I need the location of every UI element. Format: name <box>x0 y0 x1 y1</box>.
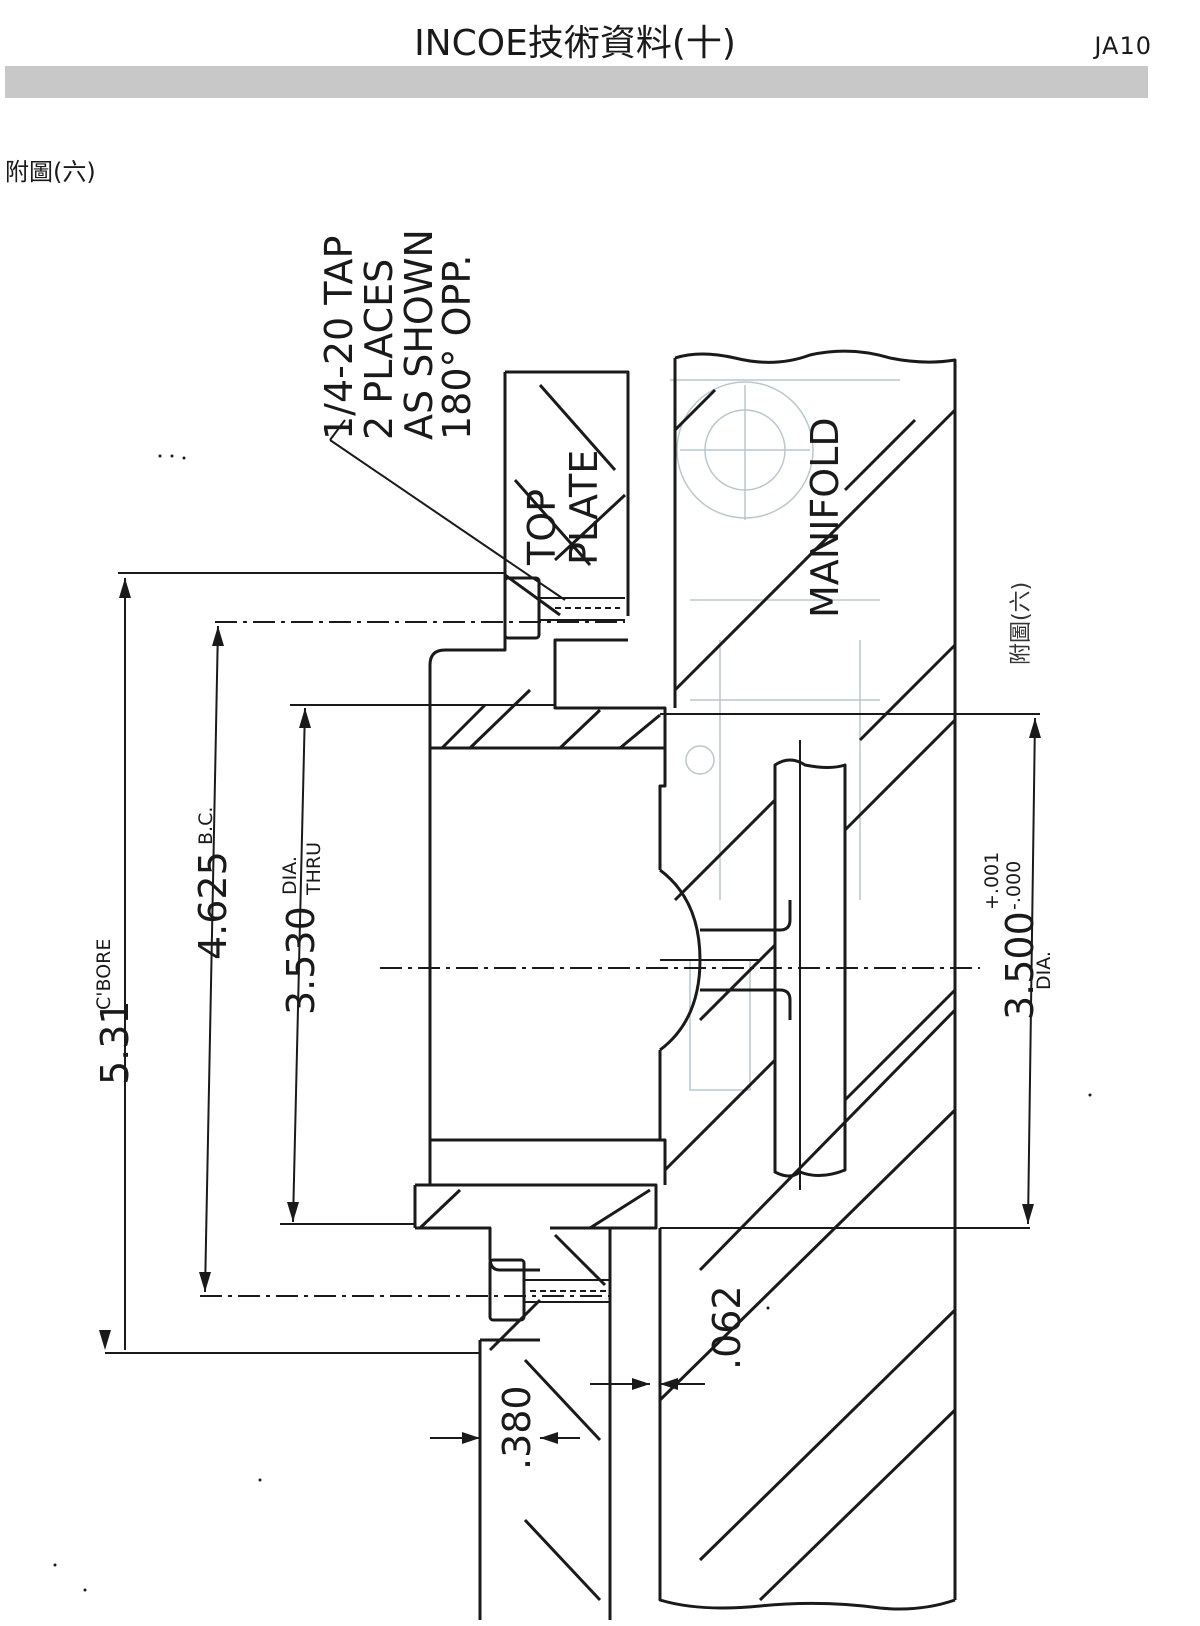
dim-cbore-label: C'BORE <box>93 939 115 1010</box>
dim-thru-value: 3.530 <box>279 906 323 1015</box>
dim-depth-value: .380 <box>495 1385 539 1470</box>
figure-caption: 附圖(六) <box>5 158 96 186</box>
dim-cbore-value: 5.31 <box>93 1000 137 1085</box>
label-tap-line3: AS SHOWN <box>397 229 441 440</box>
dim-bc-label: B.C. <box>195 807 217 845</box>
dim-dia-value: 3.500 <box>998 911 1042 1020</box>
tap-leader <box>329 419 566 601</box>
section-hatching <box>418 384 957 1602</box>
dimension-lines <box>99 578 1041 1444</box>
dim-dia-tol-plus: +.001 <box>981 852 1003 910</box>
label-tap-line1: 1/4-20 TAP <box>317 236 361 440</box>
manifold-block <box>658 349 957 1611</box>
label-tap-line4: 180° OPP. <box>435 254 479 440</box>
dim-dia-label: DIA. <box>1033 951 1055 990</box>
dim-gap-value: .062 <box>705 1285 749 1370</box>
label-handwritten-caption: 附圖(六) <box>1009 582 1034 665</box>
header-bar <box>5 66 1148 98</box>
dimension-values: 5.31 C'BORE 4.625 B.C. 3.530 DIA. THRU 3… <box>93 807 1055 1470</box>
top-plate <box>415 370 667 1620</box>
cap-screws <box>488 576 625 1322</box>
dim-bc-value: 4.625 <box>191 851 235 960</box>
center-lines <box>200 621 980 1297</box>
dim-dia-tol-minus: -.000 <box>1003 861 1025 910</box>
drawing-labels: TOP PLATE MANIFOLD 1/4-20 TAP 2 PLACES A… <box>317 229 1034 665</box>
dim-thru-label-thru: THRU <box>303 842 325 896</box>
label-tap-line2: 2 PLACES <box>357 259 401 440</box>
label-manifold: MANIFOLD <box>803 417 847 618</box>
scan-specks <box>53 454 1092 1592</box>
label-top-plate-line1: TOP <box>520 489 564 566</box>
extension-lines <box>105 572 1040 1354</box>
bushing-body <box>413 748 702 1228</box>
page-code: JA10 <box>1094 32 1152 60</box>
page-title: INCOE技術資料(十) <box>414 23 736 64</box>
label-top-plate-line2: PLATE <box>562 450 606 565</box>
dim-thru-label-dia: DIA. <box>279 856 301 895</box>
